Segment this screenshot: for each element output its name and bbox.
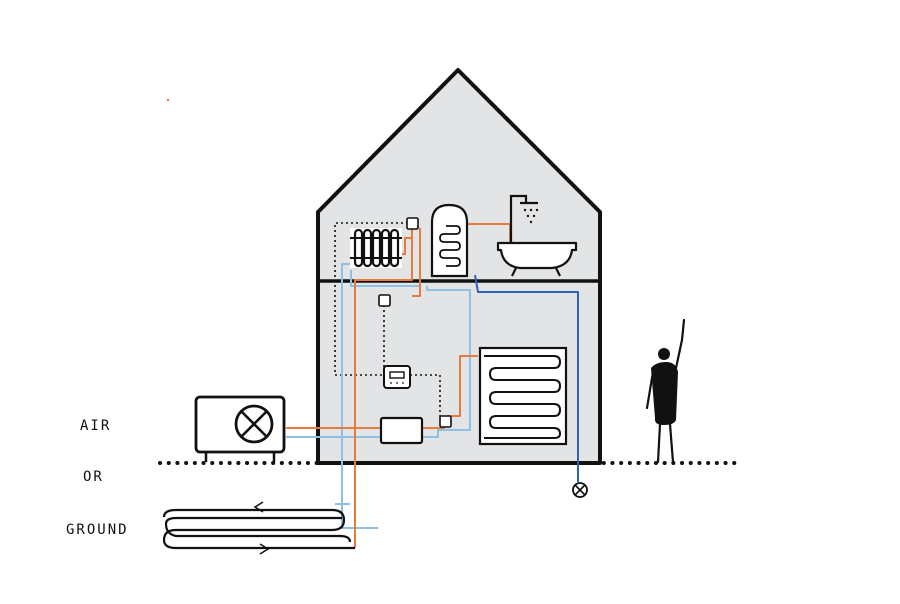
drain-pipe — [474, 274, 579, 482]
hot-water-cylinder-icon — [430, 203, 469, 278]
junction-box-lower — [439, 415, 452, 428]
junction-box-upper — [406, 217, 419, 230]
label-ground: GROUND — [66, 522, 129, 538]
thermostat-icon — [383, 365, 411, 389]
radiator-icon — [350, 228, 402, 268]
junction-box-middle — [378, 294, 391, 307]
label-air: AIR — [80, 418, 112, 434]
heat-pump-indoor-unit-icon — [379, 416, 424, 445]
cold-pipe-to-unit — [286, 286, 471, 438]
arrow-left-icon — [253, 501, 264, 513]
arrow-right-icon — [259, 543, 270, 555]
fan-cross-icon — [234, 404, 274, 444]
drain-valve-icon — [572, 482, 588, 498]
control-wiring — [334, 222, 441, 418]
air-source-heat-pump-icon — [194, 395, 286, 462]
label-or: OR — [83, 469, 104, 485]
shower-head-icon — [509, 194, 539, 242]
underfloor-heating-coil-icon — [478, 346, 568, 446]
bathtub-icon — [496, 241, 578, 277]
stray-dot — [166, 98, 170, 102]
person-waving-icon — [645, 318, 686, 464]
ground-loop-icon — [162, 501, 355, 555]
